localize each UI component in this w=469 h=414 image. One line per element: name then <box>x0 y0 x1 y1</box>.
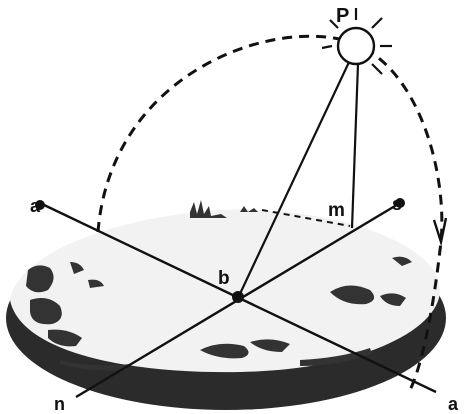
ray-sun-perpendicular <box>352 64 358 228</box>
label-east-s: s <box>392 194 402 214</box>
label-bottom-n: n <box>54 394 65 414</box>
horizon-plane <box>6 200 446 410</box>
sun-icon <box>322 8 392 74</box>
label-west-a: a <box>30 196 41 216</box>
label-foot-m: m <box>328 200 345 221</box>
arc-direction-arrow <box>434 218 446 242</box>
label-bottom-a: a <box>448 394 459 414</box>
center-point <box>232 291 244 303</box>
label-center-b: b <box>218 268 230 289</box>
label-sun-p: P <box>336 5 349 27</box>
